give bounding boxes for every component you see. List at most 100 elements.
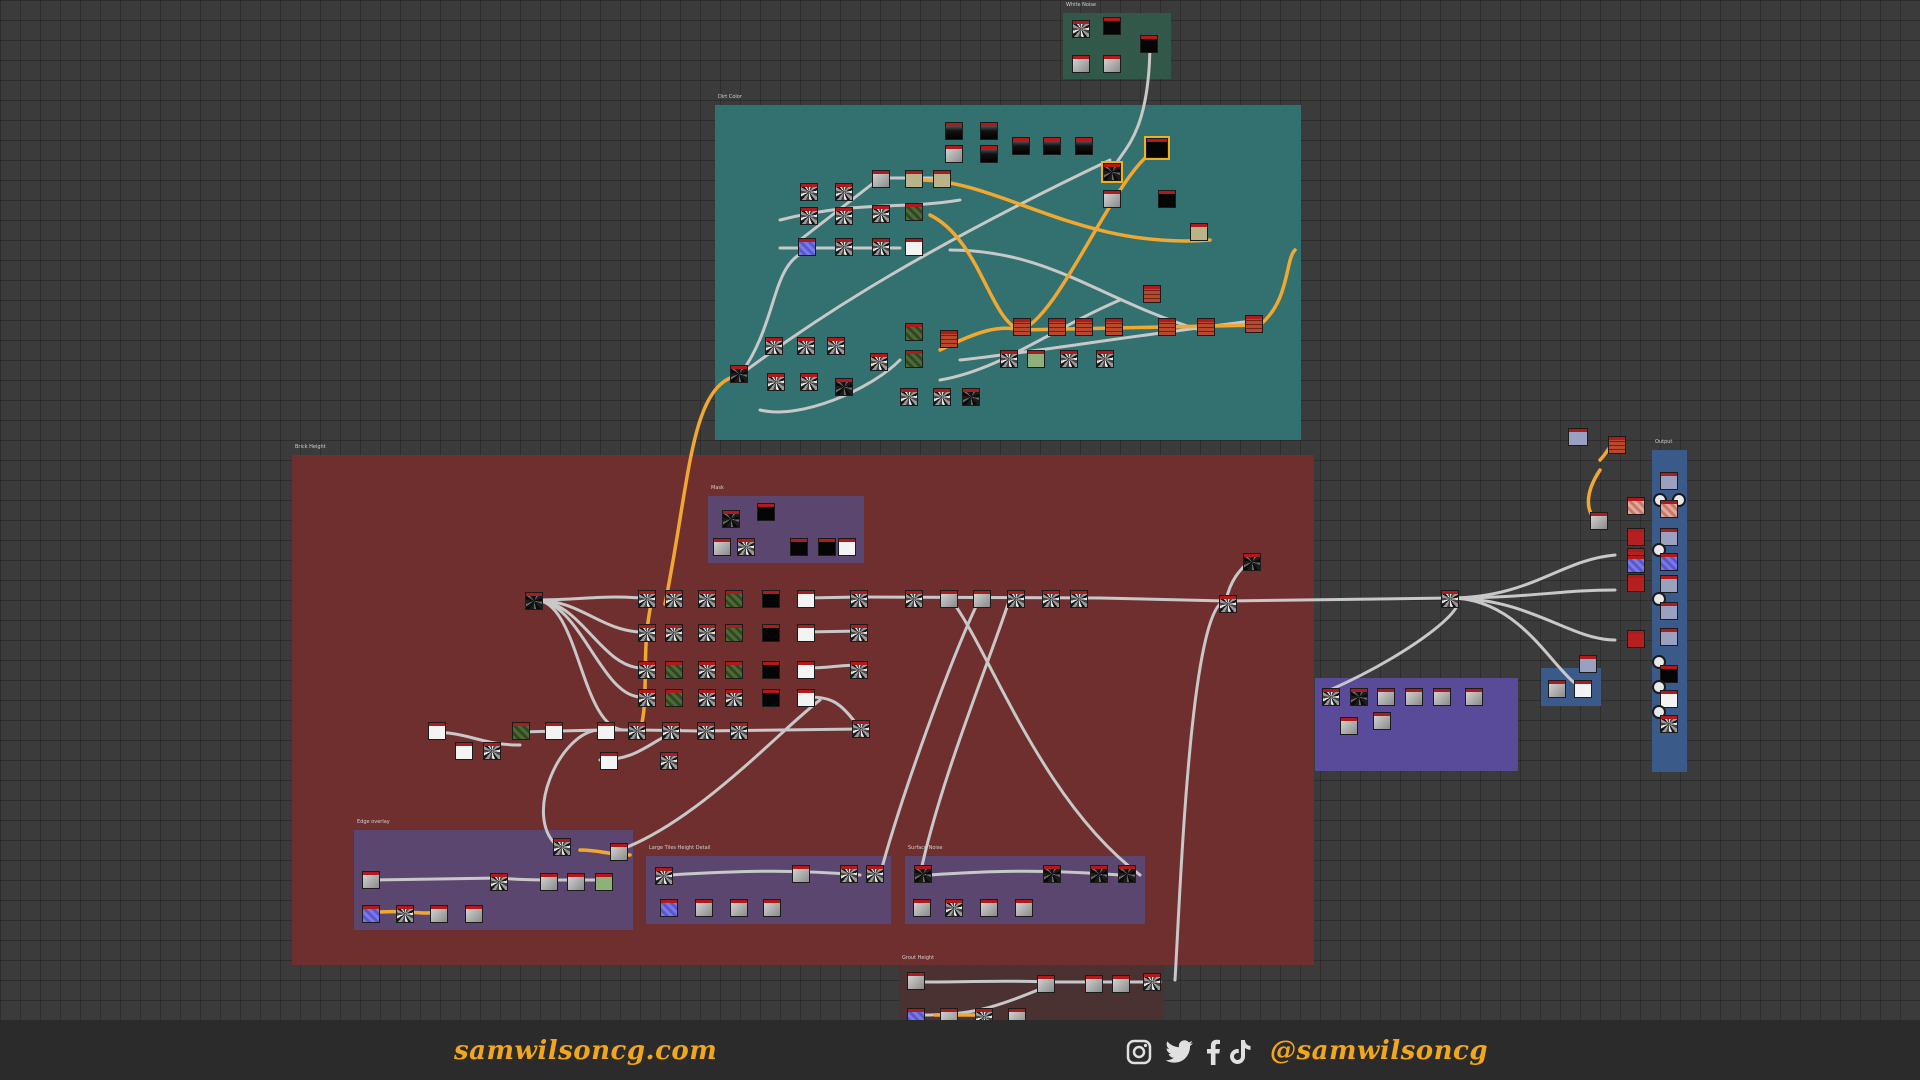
node-brick-r4-5[interactable] <box>762 689 780 707</box>
node-normal-1[interactable] <box>1322 688 1340 706</box>
node-dirt-50[interactable] <box>933 388 951 406</box>
node-normal-6[interactable] <box>1465 688 1483 706</box>
node-white-noise-5[interactable] <box>1103 55 1121 73</box>
node-brick-r5-1[interactable] <box>428 722 446 740</box>
node-dirt-30[interactable] <box>1105 318 1123 336</box>
node-out-col-6[interactable] <box>1627 574 1645 592</box>
node-out-col-2[interactable] <box>1590 512 1608 530</box>
node-dirt-51[interactable] <box>962 388 980 406</box>
node-mask-3[interactable] <box>713 538 731 556</box>
node-brick-r1-3[interactable] <box>698 590 716 608</box>
node-brick-r4-4[interactable] <box>725 689 743 707</box>
node-mask-1[interactable] <box>722 510 740 528</box>
node-dirt-42[interactable] <box>1027 350 1045 368</box>
node-dirt-4[interactable] <box>980 145 998 163</box>
node-brick-blend-6[interactable] <box>1070 590 1088 608</box>
node-dirt-2[interactable] <box>980 122 998 140</box>
node-dirt-22[interactable] <box>835 238 853 256</box>
node-brick-r3-1[interactable] <box>638 661 656 679</box>
node-dirt-23[interactable] <box>872 238 890 256</box>
node-output-1[interactable] <box>1660 472 1678 490</box>
node-dirt-29[interactable] <box>1075 318 1093 336</box>
node-surface-1[interactable] <box>914 865 932 883</box>
node-dirt-40[interactable] <box>870 353 888 371</box>
node-dirt-8[interactable] <box>1144 136 1170 160</box>
node-normal-5[interactable] <box>1433 688 1451 706</box>
node-output-5[interactable] <box>1660 528 1678 546</box>
node-edge-9[interactable] <box>396 905 414 923</box>
node-output-17[interactable] <box>1660 715 1678 733</box>
node-out-col-5[interactable] <box>1627 555 1645 573</box>
node-brick-r2-6[interactable] <box>797 624 815 642</box>
node-dirt-20[interactable] <box>905 203 923 221</box>
node-dirt-33[interactable] <box>1245 315 1263 333</box>
node-dirt-31[interactable] <box>1158 318 1176 336</box>
node-dirt-1[interactable] <box>945 122 963 140</box>
node-white-noise-4[interactable] <box>1072 55 1090 73</box>
node-brick-r3-7[interactable] <box>850 661 868 679</box>
node-brick-r3-3[interactable] <box>698 661 716 679</box>
node-mask-7[interactable] <box>838 538 856 556</box>
node-edge-4[interactable] <box>490 873 508 891</box>
node-dirt-5[interactable] <box>1012 137 1030 155</box>
node-dirt-18[interactable] <box>933 170 951 188</box>
node-brick-blend-4[interactable] <box>1007 590 1025 608</box>
node-dirt-6[interactable] <box>1043 137 1061 155</box>
node-brick-r5-2[interactable] <box>455 742 473 760</box>
node-out-col-3[interactable] <box>1627 528 1645 546</box>
node-brick-source[interactable] <box>525 592 543 610</box>
twitter-icon[interactable] <box>1163 1038 1195 1066</box>
node-edge-7[interactable] <box>595 873 613 891</box>
node-large-3[interactable] <box>840 865 858 883</box>
node-dirt-39[interactable] <box>827 337 845 355</box>
node-brick-r2-2[interactable] <box>665 624 683 642</box>
node-dirt-24[interactable] <box>905 238 923 256</box>
node-brick-r5-6[interactable] <box>597 722 615 740</box>
node-brick-blend-2[interactable] <box>940 590 958 608</box>
node-surface-4[interactable] <box>1118 865 1136 883</box>
node-edge-1[interactable] <box>553 838 571 856</box>
node-output-13[interactable] <box>1660 665 1678 683</box>
node-brick-r4-2[interactable] <box>665 689 683 707</box>
node-brick-r2-1[interactable] <box>638 624 656 642</box>
node-dirt-44[interactable] <box>1096 350 1114 368</box>
node-dirt-7[interactable] <box>1075 137 1093 155</box>
node-dirt-3[interactable] <box>945 145 963 163</box>
node-brick-r5-4[interactable] <box>512 722 530 740</box>
node-brick-r1-1[interactable] <box>638 590 656 608</box>
node-brick-r5-3[interactable] <box>483 742 501 760</box>
node-brick-r5-10[interactable] <box>730 722 748 740</box>
node-dirt-43[interactable] <box>1060 350 1078 368</box>
node-out-col-7[interactable] <box>1627 630 1645 648</box>
node-edge-6[interactable] <box>567 873 585 891</box>
node-smallblue-2[interactable] <box>1574 680 1592 698</box>
node-smallblue-3[interactable] <box>1579 655 1597 673</box>
node-white-noise-1[interactable] <box>1072 20 1090 38</box>
node-dirt-27[interactable] <box>1013 318 1031 336</box>
node-output-4[interactable] <box>1660 500 1678 518</box>
node-output-7[interactable] <box>1660 553 1678 571</box>
node-large-2[interactable] <box>792 865 810 883</box>
node-dirt-15[interactable] <box>835 207 853 225</box>
node-grout-2[interactable] <box>1037 975 1055 993</box>
node-dirt-12[interactable] <box>800 183 818 201</box>
node-edge-10[interactable] <box>430 905 448 923</box>
node-normal-7[interactable] <box>1340 717 1358 735</box>
node-brick-r4-6[interactable] <box>797 689 815 707</box>
node-dirt-28[interactable] <box>1048 318 1066 336</box>
node-brick-blend-5[interactable] <box>1042 590 1060 608</box>
node-dirt-37[interactable] <box>765 337 783 355</box>
node-white-noise-3[interactable] <box>1140 35 1158 53</box>
node-dirt-48[interactable] <box>835 378 853 396</box>
node-output-11[interactable] <box>1660 628 1678 646</box>
node-output-10[interactable] <box>1660 602 1678 620</box>
node-dirt-34[interactable] <box>905 323 923 341</box>
node-brick-r5-9[interactable] <box>697 722 715 740</box>
node-brick-r1-6[interactable] <box>797 590 815 608</box>
facebook-icon[interactable] <box>1203 1038 1223 1066</box>
node-dirt-26[interactable] <box>1143 285 1161 303</box>
node-large-4[interactable] <box>866 865 884 883</box>
node-white-noise-2[interactable] <box>1103 17 1121 35</box>
node-normal-8[interactable] <box>1373 712 1391 730</box>
node-dirt-49[interactable] <box>900 388 918 406</box>
